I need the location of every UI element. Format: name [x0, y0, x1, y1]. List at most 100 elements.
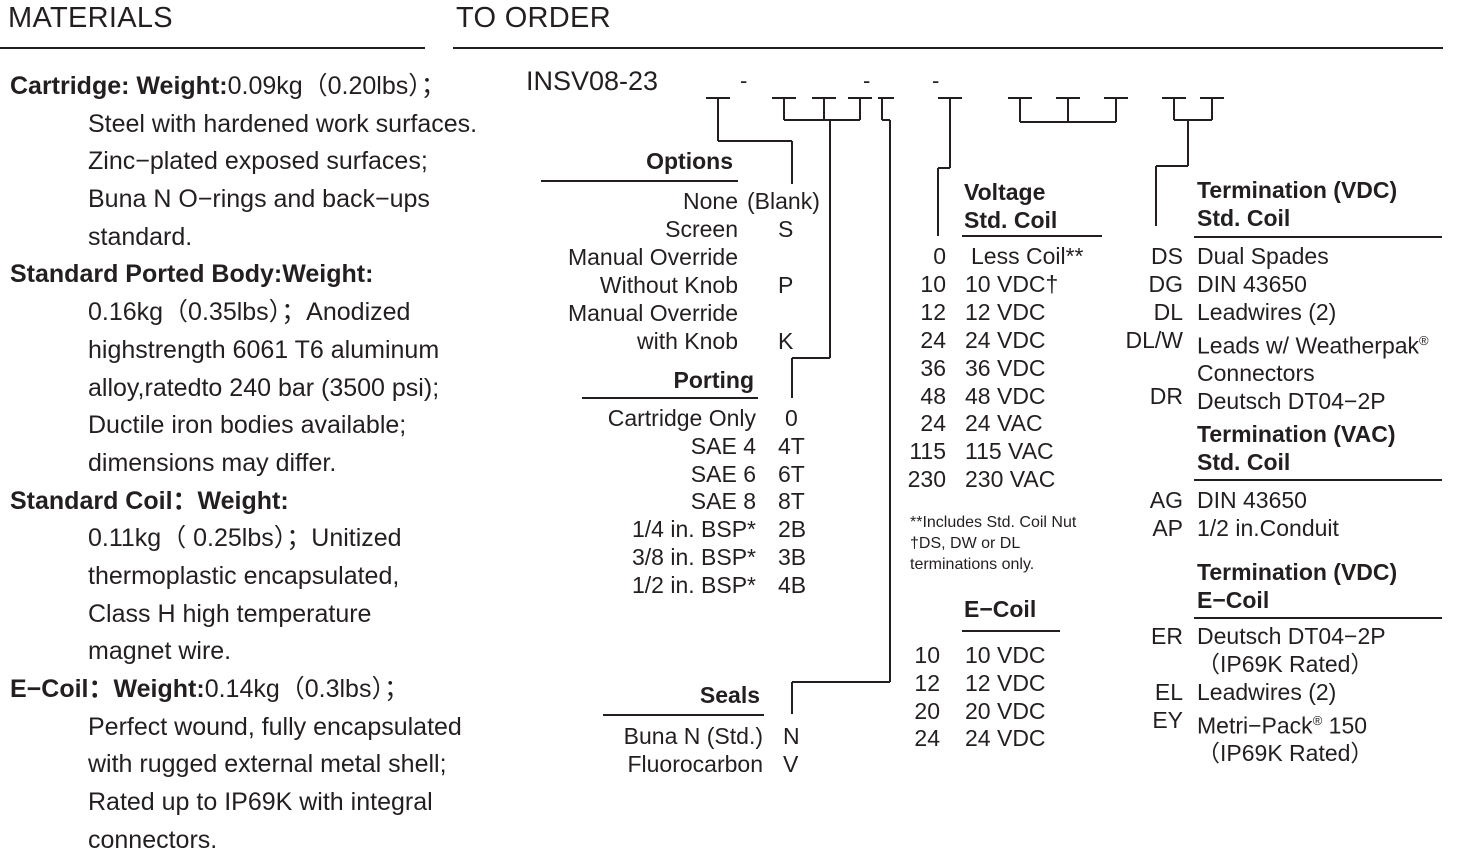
- porting-name: 3/8 in. BSP*: [631, 543, 756, 570]
- voltage-codes: 0 10 12 24 36 48 24 115 230: [898, 243, 946, 494]
- coil-line-3: Class H high temperature: [88, 599, 372, 628]
- seals-codes: N V: [783, 722, 800, 778]
- voltage-name: 230 VAC: [965, 466, 1056, 493]
- ecoil-name: 24 VDC: [965, 725, 1046, 752]
- voltage-names: Less Coil** 10 VDC† 12 VDC 24 VDC 36 VDC…: [965, 243, 1084, 494]
- option-code: K: [778, 328, 794, 354]
- ecoil-line: E−Coil：Weight:0.14kg（0.3lbs）；: [10, 671, 477, 709]
- term-code: AG: [1149, 487, 1183, 513]
- cartridge-line-3: Buna N O−rings and back−ups: [88, 185, 430, 214]
- porting-code: 4T: [778, 432, 805, 459]
- voltage-name: 36 VDC: [965, 354, 1046, 381]
- term-code: DG: [1148, 270, 1184, 297]
- ecoil-code: 10: [914, 642, 940, 668]
- voltage-name: 24 VAC: [965, 410, 1043, 437]
- term-name: 1/2 in.Conduit: [1197, 514, 1339, 541]
- options-header: Options: [646, 148, 733, 174]
- voltage-code: 12: [920, 298, 946, 325]
- seals-header: Seals: [699, 682, 760, 708]
- cartridge-label: Cartridge: Weight:: [10, 72, 228, 100]
- cartridge-line-1: Steel with hardened work surfaces.: [88, 109, 478, 138]
- ecoil-label: E−Coil：Weight:: [10, 675, 205, 703]
- porting-name: SAE 6: [690, 460, 756, 487]
- porting-name: 1/2 in. BSP*: [631, 571, 756, 598]
- materials-text: Cartridge: Weight:0.09kg（0.20lbs）； Steel…: [10, 68, 477, 859]
- ecoil-code: 24: [914, 725, 940, 752]
- option-code: [747, 243, 827, 271]
- ecoil-name: 10 VDC: [965, 642, 1046, 668]
- term-vdc-ecoil-header-line2: E−Coil: [1197, 587, 1270, 613]
- ecoil-line-4: connectors.: [88, 825, 218, 854]
- order-title: TO ORDER: [456, 2, 611, 34]
- materials-title: MATERIALS: [8, 2, 173, 34]
- term-code: ER: [1151, 623, 1183, 649]
- term-name: DIN 43650: [1197, 270, 1307, 297]
- term-code: EL: [1154, 678, 1183, 705]
- ecoil-line-3: Rated up to IP69K with integral: [88, 788, 433, 817]
- porting-header: Porting: [673, 367, 755, 393]
- option-name: Manual Override: [567, 244, 738, 270]
- term-vac-names: DIN 43650 1/2 in.Conduit: [1197, 487, 1339, 543]
- voltage-code: 24: [920, 410, 946, 437]
- option-name: Screen: [665, 216, 738, 242]
- term-code: DS: [1151, 243, 1183, 269]
- term-name: Connectors: [1197, 360, 1315, 387]
- model-code: INSV08-23: [526, 66, 659, 96]
- option-name: Without Knob: [599, 272, 738, 298]
- voltage-name: 24 VDC: [965, 326, 1046, 353]
- seals-names: Buna N (Std.) Fluorocarbon: [603, 722, 763, 778]
- term-vdc-ecoil-header-line1: Termination (VDC): [1197, 559, 1398, 585]
- ecoil-line-1: Perfect wound, fully encapsulated: [88, 712, 462, 741]
- term-code: AP: [1152, 514, 1183, 541]
- voltage-notes: **Includes Std. Coil Nut †DS, DW or DL t…: [910, 512, 1076, 575]
- term-code: DL/W: [1125, 326, 1184, 353]
- voltage-name: 115 VAC: [965, 438, 1054, 465]
- voltage-code: 24: [920, 326, 946, 353]
- option-code: (Blank): [747, 188, 820, 214]
- voltage-header: Voltage Std. Coil: [964, 178, 1057, 234]
- porting-code: 6T: [778, 460, 805, 487]
- registered-mark: ®: [1419, 332, 1429, 348]
- voltage-note: terminations only.: [910, 556, 1035, 573]
- term-name: Leadwires (2): [1197, 298, 1337, 325]
- option-code: S: [778, 216, 794, 242]
- ecoil-weight: 0.14kg（0.3lbs）；: [204, 675, 409, 703]
- term-code: [1110, 651, 1183, 679]
- ecoil-codes: 10 12 20 24: [898, 642, 940, 753]
- ecoil-code: 12: [914, 669, 940, 696]
- porting-codes: 0 4T 6T 8T 2B 3B 4B: [778, 405, 806, 600]
- term-code: [1110, 355, 1183, 383]
- body-label: Standard Ported Body:Weight:: [10, 260, 374, 289]
- voltage-code: 0: [933, 243, 946, 269]
- porting-name: SAE 8: [690, 488, 756, 515]
- porting-name: Cartridge Only: [607, 405, 756, 431]
- dash-2: -: [863, 68, 871, 93]
- porting-code: 3B: [778, 543, 807, 570]
- seal-code: V: [783, 751, 799, 777]
- ecoil-name: 12 VDC: [965, 669, 1046, 696]
- voltage-code: 230: [907, 466, 946, 493]
- porting-code: 2B: [778, 516, 807, 543]
- body-line-1: 0.16kg（0.35lbs）；Anodized: [88, 298, 411, 327]
- cartridge-line: Cartridge: Weight:0.09kg（0.20lbs）；: [10, 68, 477, 106]
- order-rule: [453, 47, 1443, 49]
- term-name: Deutsch DT04−2P: [1197, 623, 1386, 649]
- term-name: （IP69K Rated）: [1197, 650, 1374, 677]
- term-name-weatherpak: Leads w/ Weatherpak®: [1197, 332, 1429, 359]
- ecoil-names: 10 VDC 12 VDC 20 VDC 24 VDC: [965, 642, 1046, 753]
- term-vdc-std-header-line1: Termination (VDC): [1197, 177, 1398, 203]
- term-name: Dual Spades: [1197, 243, 1329, 269]
- cartridge-line-2: Zinc−plated exposed surfaces;: [88, 147, 428, 176]
- term-vdc-std-names: Dual Spades DIN 43650 Leadwires (2) Lead…: [1197, 243, 1429, 416]
- ecoil-code: 20: [914, 697, 940, 724]
- porting-names: Cartridge Only SAE 4 SAE 6 SAE 8 1/4 in.…: [582, 405, 756, 600]
- voltage-header-line2: Std. Coil: [964, 207, 1058, 233]
- voltage-name: 12 VDC: [965, 298, 1046, 325]
- option-code: P: [778, 272, 794, 298]
- term-vac-codes: AG AP: [1110, 487, 1183, 543]
- term-vac-std-header: Termination (VAC) Std. Coil: [1197, 420, 1395, 476]
- option-name: Manual Override: [567, 300, 738, 326]
- term-name: Deutsch DT04−2P: [1197, 388, 1386, 415]
- dash-3: -: [932, 68, 940, 93]
- materials-rule: [0, 47, 425, 49]
